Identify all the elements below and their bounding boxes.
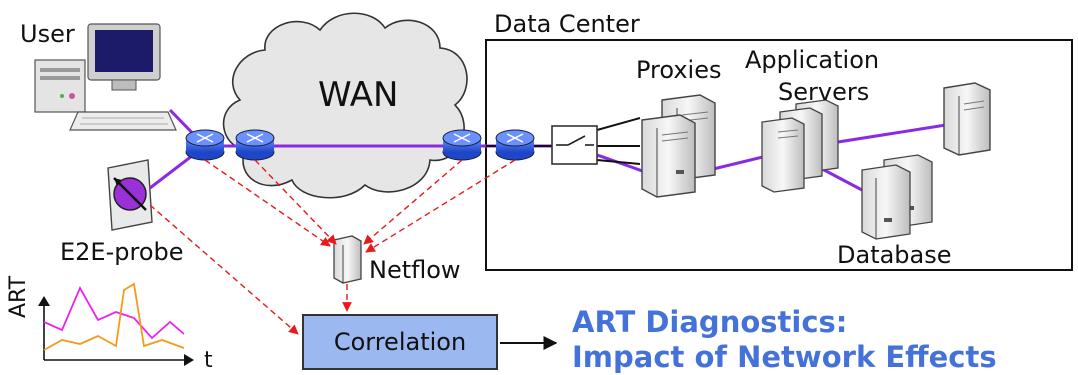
output-title-line2: Impact of Network Effects (572, 340, 997, 374)
wan-label: WAN (318, 75, 399, 115)
correlation-label: Correlation (333, 328, 467, 356)
app-servers-label-line1: Application (745, 46, 880, 74)
router-icon-4 (495, 129, 535, 161)
app-servers-label-line2: Servers (778, 78, 870, 106)
data-center-box (485, 39, 1073, 271)
switch-icon (551, 125, 598, 165)
router-icon-3 (442, 129, 482, 161)
output-title-line1: ART Diagnostics: (572, 305, 848, 339)
database-label: Database (837, 241, 952, 269)
netflow-collector-icon (333, 235, 362, 284)
proxy-server-icon-front (641, 114, 696, 198)
router-icon-2 (235, 129, 275, 161)
database-server-icon-front (861, 164, 911, 240)
app-server-icon-1 (761, 117, 805, 193)
plot-series-2 (43, 282, 185, 351)
server-icon-top-right (943, 82, 991, 156)
router-icon-1 (185, 129, 225, 161)
wan-cloud-icon (222, 12, 468, 199)
user-label: User (20, 20, 75, 48)
measurement-arrows (149, 159, 516, 335)
plot-series-1 (43, 285, 185, 340)
e2e-probe-label: E2E-probe (60, 238, 184, 266)
art-mini-plot (38, 282, 194, 366)
correlation-box: Correlation (302, 314, 498, 370)
netflow-label: Netflow (369, 256, 461, 284)
axis-y-label: ART (6, 275, 31, 318)
data-center-label: Data Center (494, 10, 640, 38)
proxies-label: Proxies (636, 56, 722, 84)
probe-icon (107, 159, 153, 231)
computer-icon (34, 23, 177, 131)
axis-x-label: t (204, 348, 213, 373)
